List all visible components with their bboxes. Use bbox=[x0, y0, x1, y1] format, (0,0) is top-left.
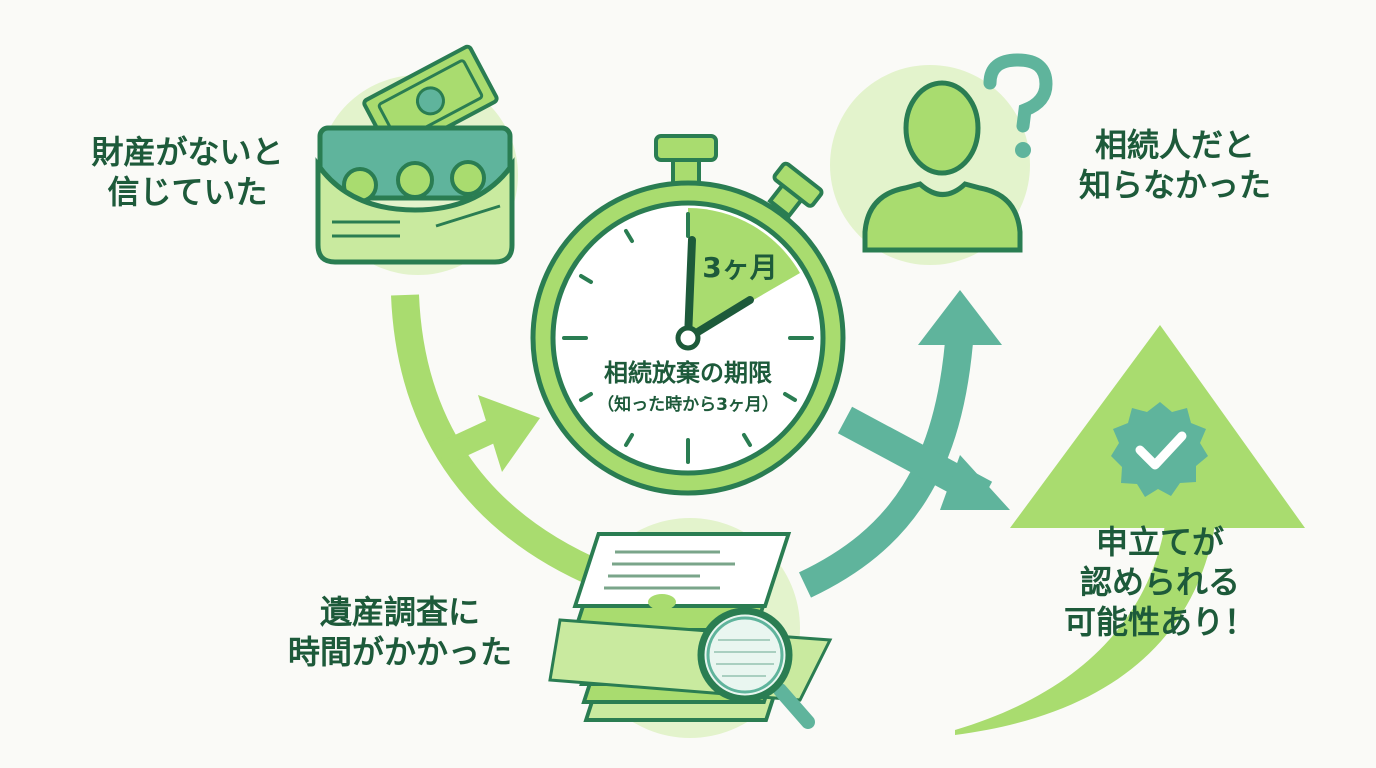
person-question-icon bbox=[862, 53, 1053, 253]
result-line1: 申立てが bbox=[1095, 523, 1224, 561]
check-badge-icon bbox=[1111, 402, 1208, 497]
reason-left-bottom-line1: 遺産調査に bbox=[319, 593, 480, 631]
documents-magnifier-icon bbox=[548, 532, 833, 729]
clock-badge-label: 3ヶ月 bbox=[702, 251, 778, 284]
reason-left-bottom-label: 遺産調査に 時間がかかった bbox=[255, 592, 545, 672]
reason-left-bottom-line2: 時間がかかった bbox=[287, 633, 512, 671]
reason-right-top-line2: 知らなかった bbox=[1078, 166, 1271, 204]
stopwatch-icon bbox=[530, 134, 846, 496]
clock-title: 相続放棄の期限 bbox=[604, 359, 772, 387]
up-curve-arrow bbox=[799, 290, 1002, 598]
reason-left-top-line2: 信じていた bbox=[107, 173, 268, 211]
left-curve-arrow bbox=[391, 294, 606, 588]
clock-subtitle: （知った時から3ヶ月） bbox=[597, 395, 779, 415]
wallet-money-icon bbox=[315, 44, 515, 265]
result-label: 申立てが 認められる 可能性あり！ bbox=[1030, 522, 1290, 642]
reason-left-top-label: 財産がないと 信じていた bbox=[70, 132, 305, 212]
reason-right-top-line1: 相続人だと bbox=[1094, 126, 1255, 164]
result-line2: 認められる bbox=[1079, 563, 1240, 601]
result-line3: 可能性あり！ bbox=[1063, 603, 1256, 641]
reason-left-top-line1: 財産がないと bbox=[91, 133, 284, 171]
diagonal-arrow bbox=[837, 406, 1010, 510]
reason-right-top-label: 相続人だと 知らなかった bbox=[1060, 125, 1290, 205]
